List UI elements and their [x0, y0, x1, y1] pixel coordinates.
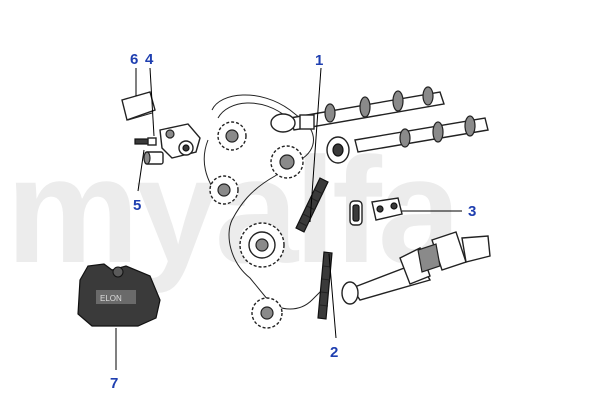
tensioner-marking: ELON	[100, 294, 122, 303]
sprocket-left	[209, 175, 239, 205]
sprocket-mid-right	[270, 145, 304, 179]
leader-4	[149, 67, 155, 137]
tensioner-bolt	[134, 137, 157, 146]
callout-2[interactable]: 2	[330, 344, 338, 361]
timing-chain-lower	[317, 251, 333, 320]
callout-5[interactable]: 5	[133, 197, 141, 214]
chain-connector-plate	[371, 197, 403, 221]
leader-5	[137, 149, 145, 192]
tensioner-sleeve	[143, 151, 164, 165]
tensioner-piston	[159, 123, 201, 159]
leader-1	[309, 67, 322, 223]
callout-7[interactable]: 7	[110, 375, 118, 392]
callout-4[interactable]: 4	[145, 51, 154, 68]
chain-connector-link	[349, 200, 363, 226]
camshaft-upper	[270, 86, 445, 133]
sprocket-bottom	[251, 297, 283, 329]
crankshaft	[341, 231, 491, 305]
leader-2	[328, 253, 337, 339]
chain-tensioner-body: ELON	[77, 263, 161, 327]
callout-3[interactable]: 3	[468, 203, 476, 220]
callout-1[interactable]: 1	[315, 52, 323, 69]
leader-lines	[115, 67, 462, 370]
camshaft-lower	[326, 115, 489, 164]
callout-6[interactable]: 6	[130, 51, 138, 68]
sprocket-large	[239, 222, 285, 268]
sprocket-upper-left	[217, 121, 247, 151]
tensioner-spring	[121, 91, 156, 121]
